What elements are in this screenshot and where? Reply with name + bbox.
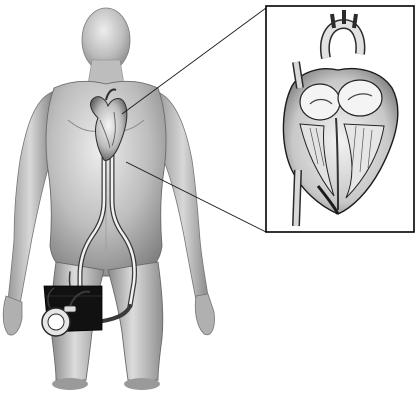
neck	[88, 60, 124, 84]
right-foot	[124, 378, 160, 390]
heart-cutaway-inset	[266, 6, 414, 232]
left-arm	[8, 92, 52, 304]
body-figure	[3, 8, 214, 390]
right-hand	[195, 294, 214, 335]
left-hand	[3, 296, 22, 335]
left-foot	[52, 378, 88, 390]
